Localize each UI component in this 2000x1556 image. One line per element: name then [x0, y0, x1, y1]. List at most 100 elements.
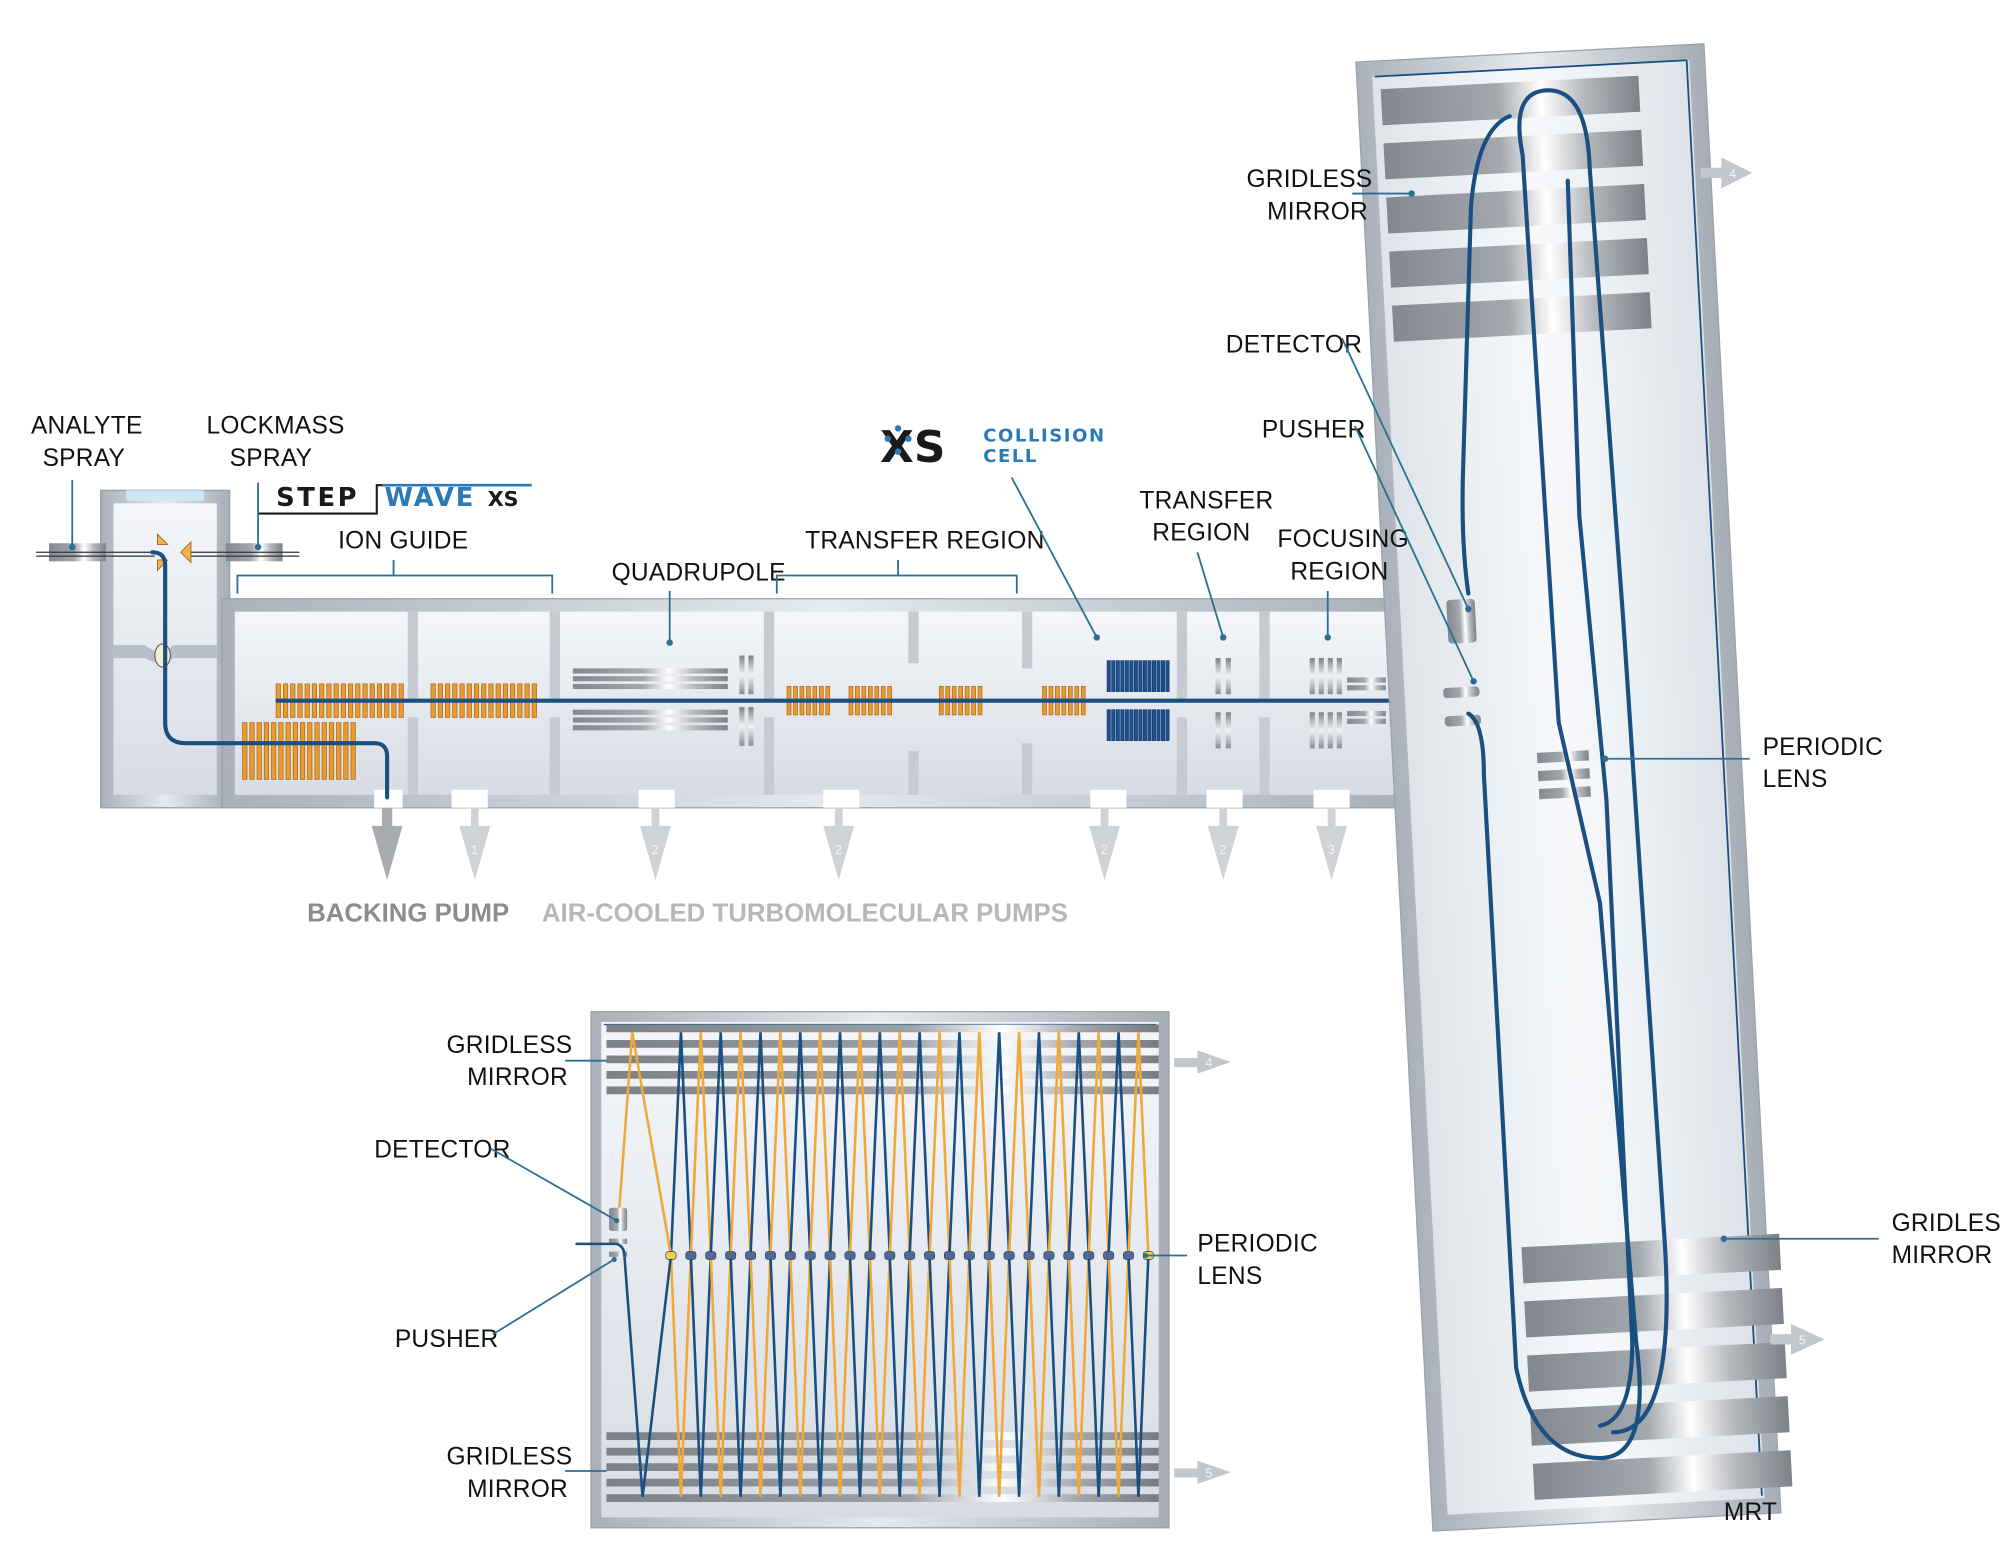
collision-cell-plate	[1111, 709, 1116, 741]
inset-trajectory-lower	[1107, 1255, 1130, 1497]
inset-analyzer	[575, 1010, 1170, 1529]
svg-text:PUSHER: PUSHER	[1262, 416, 1366, 443]
inset-periodic-lens	[665, 1251, 677, 1260]
svg-text:5: 5	[1205, 1465, 1212, 1480]
mrt-pump-arrow-5: 5	[1770, 1323, 1825, 1355]
inset-mirror-plate	[606, 1040, 1159, 1048]
svg-text:4: 4	[1205, 1055, 1212, 1070]
analyte-spray-emitter	[36, 543, 155, 562]
label-quadrupole: QUADRUPOLE	[612, 560, 785, 646]
inset-trajectory-upper	[987, 1032, 1011, 1256]
inset-trajectory-upper	[669, 1032, 693, 1256]
svg-text:PERIODIC: PERIODIC	[1197, 1231, 1318, 1258]
ion-guide-ring	[300, 722, 306, 780]
inset-periodic-lens	[1063, 1251, 1075, 1260]
xs-collision-cell-logo: XS COLLISION CELL	[880, 422, 1104, 473]
ion-beam-main	[150, 550, 390, 800]
svg-text:GRIDLESS: GRIDLESS	[1246, 166, 1372, 193]
inset-trajectory-lower	[769, 1255, 792, 1497]
inset-trajectory-upper	[789, 1032, 812, 1256]
ion-guide-ring	[271, 722, 277, 780]
lockmass-spray-emitter	[190, 543, 300, 562]
inset-trajectory-entry	[623, 1255, 673, 1497]
collision-cell-plate	[1165, 709, 1170, 741]
collision-cell-plate	[1111, 660, 1116, 692]
label-pusher-main: PUSHER	[1262, 416, 1477, 685]
inset-trajectory-upper	[1127, 1032, 1150, 1256]
svg-text:ION GUIDE: ION GUIDE	[338, 527, 468, 554]
ion-guide-ring	[285, 722, 291, 780]
inset-periodic-lens	[884, 1251, 896, 1260]
svg-text:MIRROR: MIRROR	[467, 1476, 568, 1503]
svg-text:SPRAY: SPRAY	[43, 445, 126, 472]
inset-pump-arrow-4: 4	[1174, 1050, 1231, 1074]
svg-text:5: 5	[1799, 1333, 1806, 1348]
pump-number: 2	[1219, 842, 1226, 857]
inset-trajectory-upper	[948, 1032, 971, 1256]
inset-trajectory-upper	[749, 1032, 772, 1256]
inset-periodic-lens	[844, 1251, 856, 1260]
svg-text:DETECTOR: DETECTOR	[374, 1136, 510, 1163]
inset-periodic-lens	[1103, 1251, 1115, 1260]
inset-periodic-lens	[685, 1251, 697, 1260]
inset-periodic-lens	[864, 1251, 876, 1260]
svg-text:TRANSFER: TRANSFER	[1139, 487, 1273, 514]
svg-text:STEP: STEP	[276, 483, 359, 513]
svg-text:CELL: CELL	[983, 446, 1038, 467]
pump-arrow-backing	[371, 807, 403, 881]
collision-cell-stack	[1106, 660, 1170, 741]
inset-periodic-lens	[904, 1251, 916, 1260]
svg-text:WAVE: WAVE	[385, 483, 476, 513]
inset-trajectory-lower	[868, 1255, 892, 1497]
svg-text:GRIDLESS: GRIDLESS	[446, 1032, 572, 1059]
inset-pump-arrow-5: 5	[1174, 1460, 1231, 1484]
collision-cell-plate	[1129, 660, 1134, 692]
inset-periodic-lens	[1083, 1251, 1095, 1260]
svg-text:XS: XS	[488, 487, 519, 511]
label-ion-guide: ION GUIDE	[236, 527, 554, 594]
collision-cell-plate	[1124, 660, 1129, 692]
inset-trajectory-upper	[1027, 1032, 1051, 1256]
inset-trajectory-lower	[1127, 1255, 1150, 1497]
collision-cell-plate	[1160, 709, 1165, 741]
inset-trajectory-lower	[888, 1255, 911, 1497]
inset-trajectory-upper	[729, 1032, 752, 1256]
label-gridless-mirror-bottom: GRIDLESS MIRROR	[1720, 1210, 2000, 1269]
collision-cell-plate	[1138, 709, 1143, 741]
inset-ion-trajectories	[618, 1032, 1150, 1497]
collision-cell-plate	[1133, 660, 1138, 692]
inset-periodic-lens	[784, 1251, 796, 1260]
pump-number: 2	[835, 842, 842, 857]
inset-trajectory-lower	[828, 1255, 852, 1497]
collision-cell-plate	[1160, 660, 1165, 692]
collision-cell-plate	[1120, 660, 1125, 692]
inset-pusher-top	[609, 1238, 628, 1244]
inset-trajectory-upper	[928, 1032, 951, 1256]
collision-cell-plate	[1147, 660, 1152, 692]
transfer-lenses	[1215, 658, 1231, 749]
inset-periodic-lens	[1003, 1251, 1015, 1260]
collision-cell-plate	[1147, 709, 1152, 741]
inset-trajectory-lower	[749, 1255, 772, 1497]
inset-trajectory-upper	[1087, 1032, 1110, 1256]
inset-trajectory-lower	[709, 1255, 732, 1497]
inset-trajectory-upper	[1107, 1032, 1130, 1256]
collision-cell-plate	[1106, 660, 1111, 692]
inset-periodic-lens	[943, 1251, 955, 1260]
inset-trajectory-lower	[1047, 1255, 1071, 1497]
svg-text:LENS: LENS	[1197, 1263, 1262, 1290]
mrt-analyzer	[1355, 43, 1793, 1532]
svg-text:MIRROR: MIRROR	[1892, 1242, 1993, 1269]
svg-text:MIRROR: MIRROR	[1267, 198, 1368, 225]
label-detector-main: DETECTOR	[1226, 331, 1472, 613]
inset-periodic-lens	[1023, 1251, 1035, 1260]
focusing-lenses	[1309, 658, 1386, 749]
collision-cell-plate	[1138, 660, 1143, 692]
svg-text:SPRAY: SPRAY	[230, 445, 313, 472]
ion-guide-ring	[350, 722, 356, 780]
label-inset-pusher: PUSHER	[395, 1256, 617, 1353]
mrt-pump-arrow-4: 4	[1700, 157, 1753, 189]
